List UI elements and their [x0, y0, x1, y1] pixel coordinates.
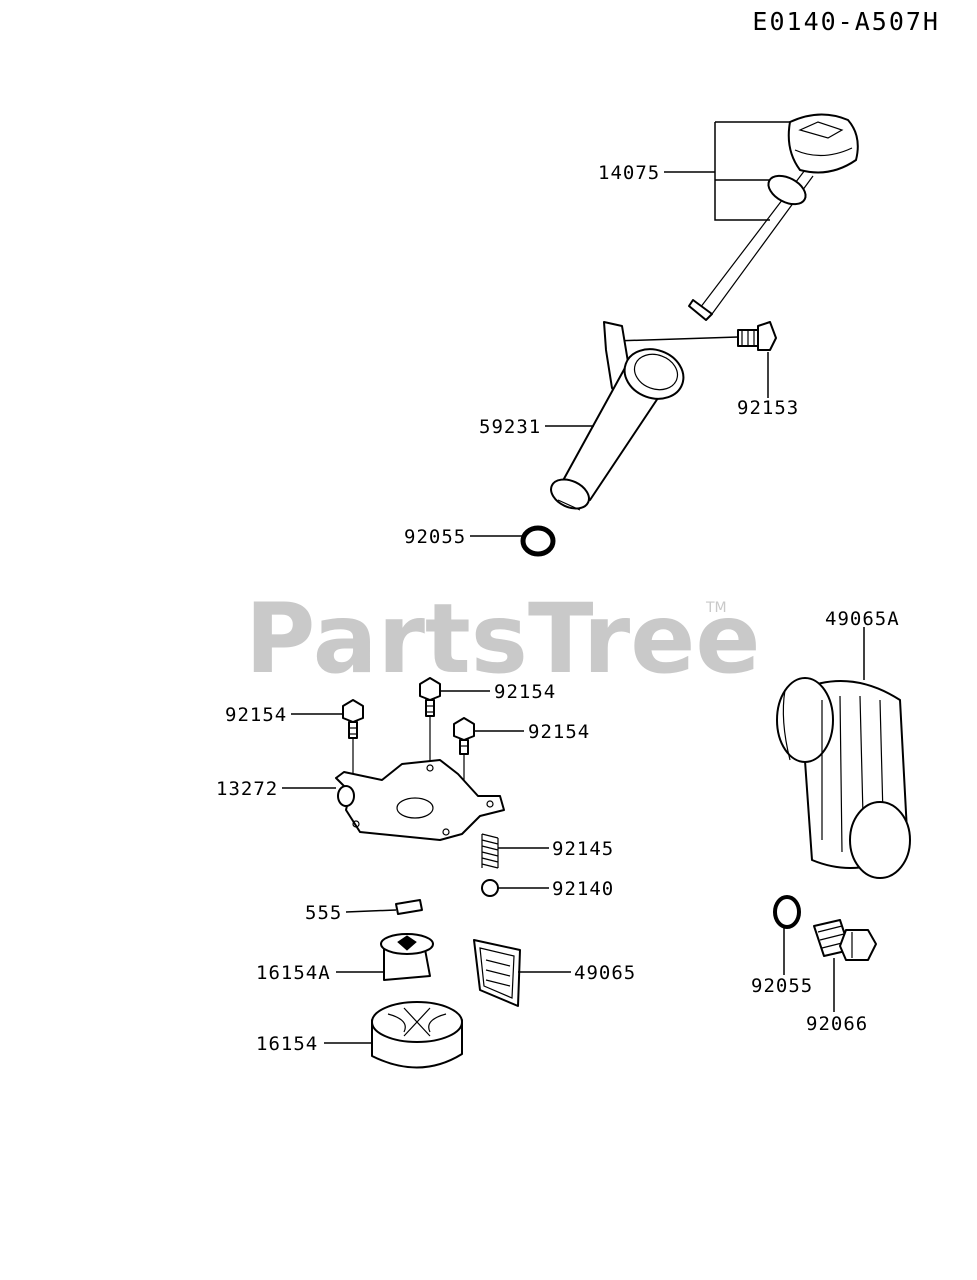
- oil-filter-part[interactable]: [776, 677, 911, 879]
- label-16154A: 16154A: [256, 962, 331, 984]
- leader-555: [345, 909, 397, 913]
- label-49065: 49065: [574, 962, 636, 984]
- dipstick-part[interactable]: [688, 113, 859, 321]
- label-14075: 14075: [598, 162, 660, 184]
- drain-plug-part[interactable]: [813, 919, 877, 961]
- o-ring-92055-top-part[interactable]: [520, 525, 556, 557]
- pin-555-part[interactable]: [395, 899, 423, 915]
- screen-49065-part[interactable]: [473, 939, 521, 1007]
- bolt-92154-b-part[interactable]: [419, 677, 441, 717]
- o-ring-92055-bottom-part[interactable]: [773, 895, 801, 929]
- label-16154: 16154: [256, 1033, 318, 1055]
- plate-13272-part[interactable]: [335, 759, 505, 841]
- label-555: 555: [305, 902, 342, 924]
- bolt-92154-a-part[interactable]: [342, 699, 364, 739]
- watermark-trademark: TM: [705, 600, 727, 616]
- label-13272: 13272: [216, 778, 278, 800]
- label-92055-bottom: 92055: [751, 975, 813, 997]
- label-92154-b: 92154: [494, 681, 556, 703]
- oil-filler-tube-part[interactable]: [546, 321, 690, 514]
- leader-92153-axis: [613, 336, 739, 342]
- label-59231: 59231: [479, 416, 541, 438]
- diagram-code: E0140-A507H: [752, 7, 940, 36]
- label-49065A: 49065A: [825, 608, 900, 630]
- label-92154-a: 92154: [225, 704, 287, 726]
- bolt-92153-part[interactable]: [737, 321, 777, 351]
- ball-92140-part[interactable]: [481, 879, 499, 897]
- watermark-logo: PartsTree: [245, 583, 760, 695]
- label-92154-c: 92154: [528, 721, 590, 743]
- label-92153: 92153: [737, 397, 799, 419]
- leader-14075-bracket: [714, 121, 790, 221]
- inner-rotor-part[interactable]: [380, 933, 434, 981]
- outer-rotor-part[interactable]: [371, 1001, 463, 1069]
- label-92145: 92145: [552, 838, 614, 860]
- label-92140: 92140: [552, 878, 614, 900]
- label-92055-top: 92055: [404, 526, 466, 548]
- label-92066: 92066: [806, 1013, 868, 1035]
- spring-92145-part[interactable]: [481, 833, 499, 869]
- bolt-92154-c-part[interactable]: [453, 717, 475, 755]
